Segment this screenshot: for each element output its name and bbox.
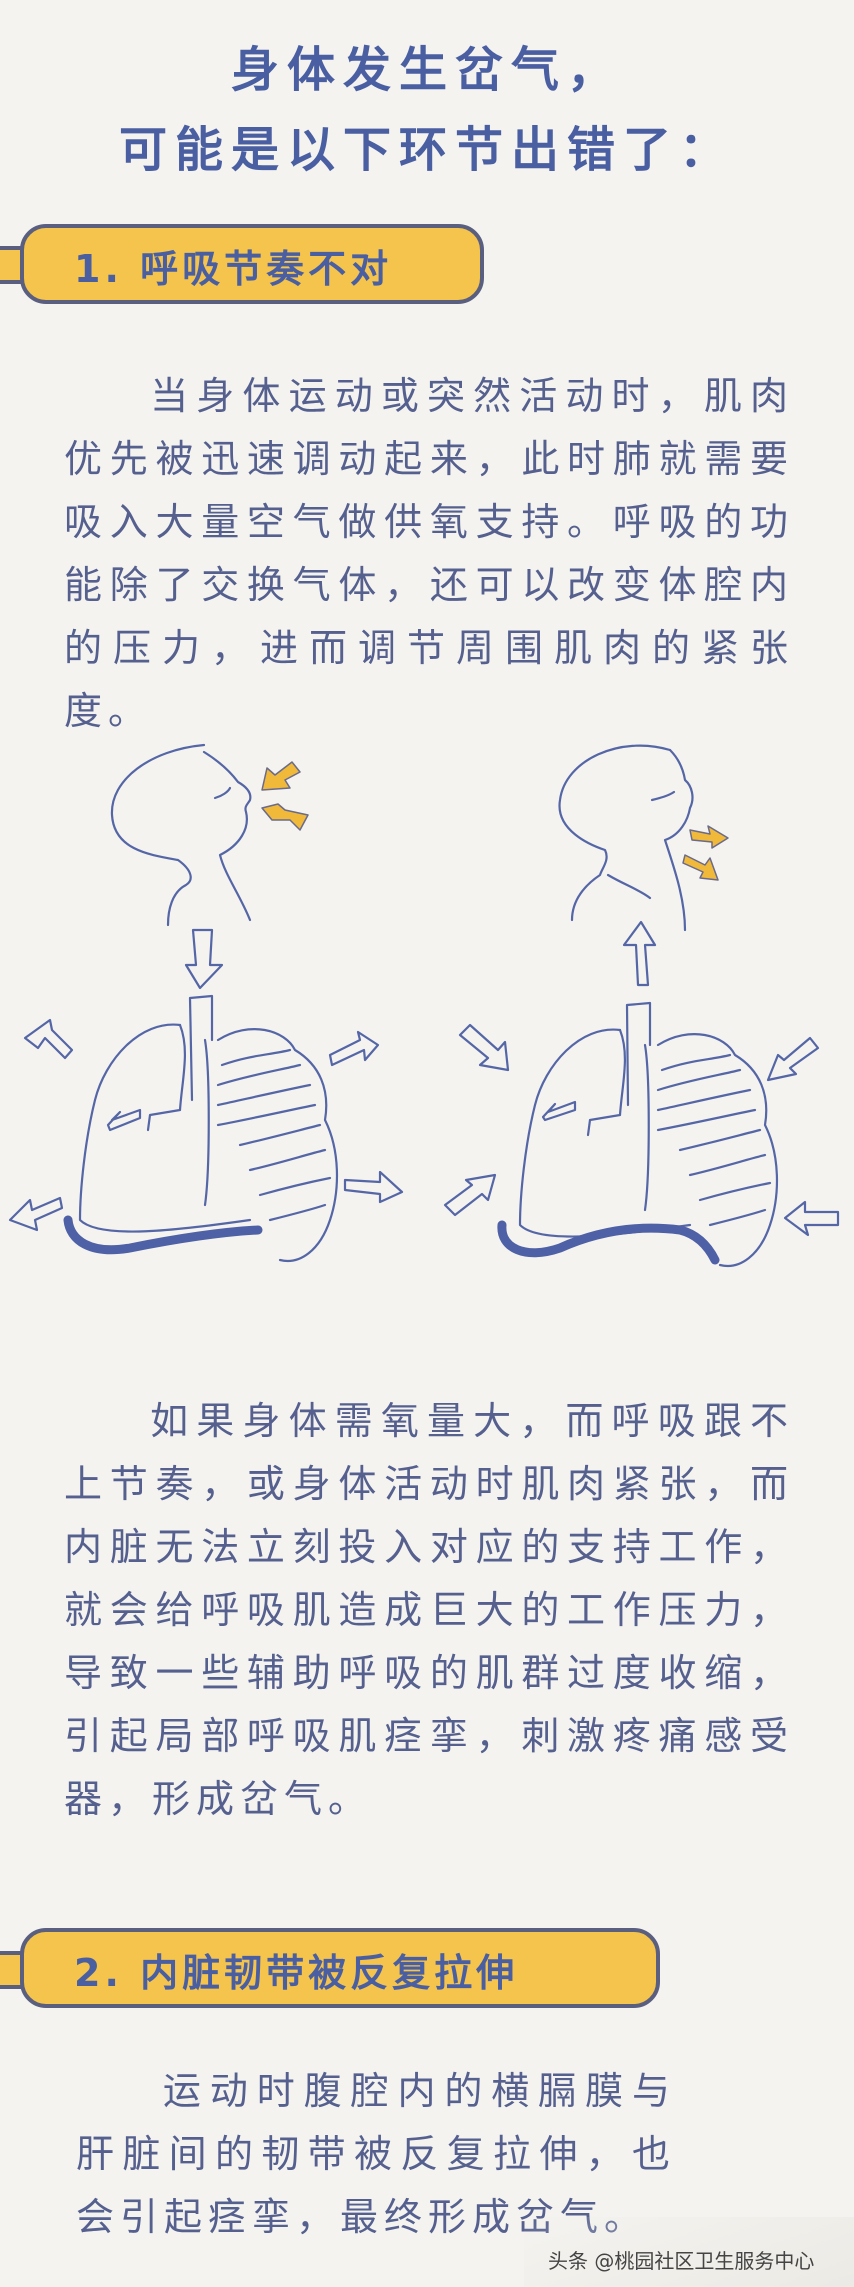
inhale-arrow-icon bbox=[261, 761, 301, 791]
exhale-figure-icon bbox=[443, 744, 840, 1268]
section-1-tag: 1. 呼吸节奏不对 bbox=[20, 224, 484, 304]
diaphragm-left-icon bbox=[63, 1215, 263, 1255]
diaphragm-right-icon bbox=[497, 1220, 720, 1265]
page-title-line-2: 可能是以下环节出错了： bbox=[118, 122, 735, 178]
watermark: 头条 @桃园社区卫生服务中心 bbox=[548, 2249, 815, 2273]
exhale-arrow-icon bbox=[689, 825, 729, 849]
section-1-paragraph-2: 如果身体需氧量大，而呼吸跟不上节奏，或身体活动时肌肉紧张，而内脏无法立刻投入对应… bbox=[64, 1399, 794, 1821]
breathing-illustration bbox=[8, 743, 840, 1268]
exhale-arrow-icon bbox=[682, 854, 719, 881]
watermark-shade bbox=[524, 2217, 854, 2287]
section-1-paragraph-1: 当身体运动或突然活动时，肌肉优先被迅速调动起来，此时肺就需要吸入大量空气做供氧支… bbox=[64, 374, 794, 733]
section-2-tag: 2. 内脏韧带被反复拉伸 bbox=[20, 1928, 660, 2008]
section-2-heading: 2. 内脏韧带被反复拉伸 bbox=[74, 1951, 519, 1995]
inhale-arrow-icon bbox=[261, 803, 309, 831]
page-title-line-1: 身体发生岔气， bbox=[230, 42, 623, 98]
inhale-figure-icon bbox=[8, 743, 404, 1263]
section-1-heading: 1. 呼吸节奏不对 bbox=[74, 247, 393, 291]
